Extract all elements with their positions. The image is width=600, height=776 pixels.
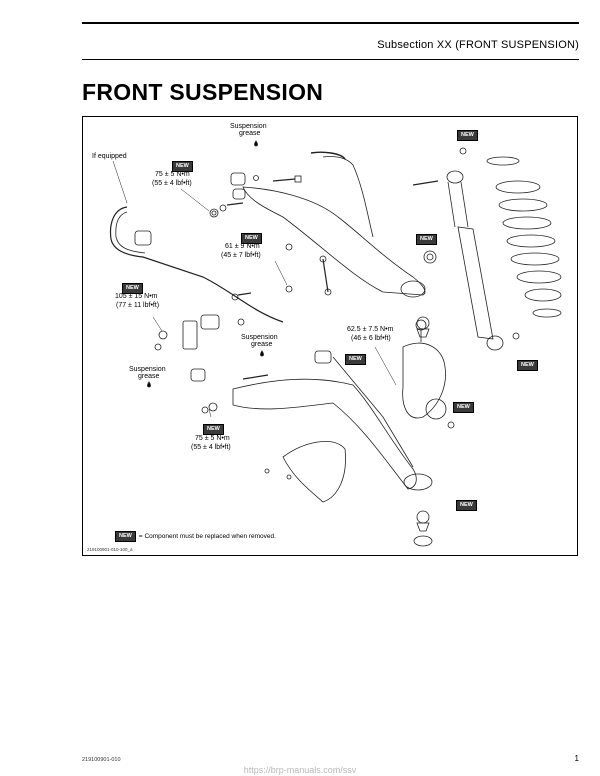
footer-doc-code: 219100901-010 bbox=[82, 757, 121, 763]
label-grease-left-1: Suspension bbox=[129, 366, 166, 373]
new-badge-knuckle: NEW bbox=[345, 354, 366, 365]
new-badge-top-right: NEW bbox=[457, 130, 478, 141]
label-grease-mid-2: grease bbox=[251, 341, 273, 348]
suspension-drawing bbox=[109, 140, 562, 547]
header-bottom-rule bbox=[82, 59, 579, 60]
label-grease-left-2: grease bbox=[138, 373, 160, 380]
lower-ball-joint bbox=[413, 510, 433, 547]
figure-code: 219100901-010-100_a bbox=[87, 547, 133, 552]
guard-plate bbox=[282, 441, 346, 503]
torque-ball-joint-lbf: (46 ± 6 lbf•ft) bbox=[351, 335, 391, 342]
new-badge-shock-lower: NEW bbox=[517, 360, 538, 371]
torque-upper-arm-lbf: (55 ± 4 lbf•ft) bbox=[152, 180, 192, 187]
sway-bar-bushing bbox=[134, 230, 152, 246]
page-number: 1 bbox=[574, 754, 579, 763]
exploded-view-figure: If equipped Suspension grease NEW 75 ± 5… bbox=[82, 116, 578, 556]
subsection-heading: Subsection XX (FRONT SUSPENSION) bbox=[377, 39, 579, 51]
figure-legend: NEW = Component must be replaced when re… bbox=[115, 531, 276, 542]
new-badge-knuckle-nut: NEW bbox=[453, 402, 474, 413]
label-if-equipped: If equipped bbox=[92, 153, 127, 160]
torque-link-lbf: (45 ± 7 lbf•ft) bbox=[221, 252, 261, 259]
torque-upper-arm-nm: 75 ± 5 N•m bbox=[155, 171, 190, 178]
page-title: FRONT SUSPENSION bbox=[82, 79, 324, 105]
new-badge-lower-arm: NEW bbox=[203, 424, 224, 435]
torque-lower-arm-nm: 75 ± 5 N•m bbox=[195, 435, 230, 442]
label-grease-top-2: grease bbox=[239, 130, 261, 137]
legend-new-badge: NEW bbox=[115, 531, 136, 542]
torque-ball-joint-nm: 62.5 ± 7.5 N•m bbox=[347, 326, 394, 333]
torque-lower-arm-lbf: (55 ± 4 lbf•ft) bbox=[191, 444, 231, 451]
shock-absorber bbox=[457, 226, 494, 340]
label-grease-mid-1: Suspension bbox=[241, 334, 278, 341]
new-badge-upper-left: NEW bbox=[172, 161, 193, 172]
label-grease-top-1: Suspension bbox=[230, 123, 267, 130]
lower-a-arm bbox=[232, 378, 417, 490]
new-badge-shock-nut: NEW bbox=[416, 234, 437, 245]
header-top-rule bbox=[82, 22, 579, 24]
legend-text: = Component must be replaced when remove… bbox=[138, 533, 276, 540]
new-badge-sway-bar: NEW bbox=[122, 283, 143, 294]
torque-link-nm: 61 ± 9 N•m bbox=[225, 243, 260, 250]
footer-url[interactable]: https://brp-manuals.com/ssv bbox=[243, 765, 357, 775]
torque-sway-bar-lbf: (77 ± 11 lbf•ft) bbox=[116, 302, 160, 309]
torque-sway-bar-nm: 105 ± 15 N•m bbox=[115, 293, 158, 300]
bracket bbox=[182, 320, 198, 350]
upper-a-arm bbox=[242, 186, 426, 296]
new-badge-link: NEW bbox=[241, 233, 262, 244]
new-badge-lower-ball-joint: NEW bbox=[456, 500, 477, 511]
coil-spring bbox=[486, 156, 562, 318]
sway-bar bbox=[109, 206, 284, 323]
steering-knuckle bbox=[402, 342, 446, 419]
